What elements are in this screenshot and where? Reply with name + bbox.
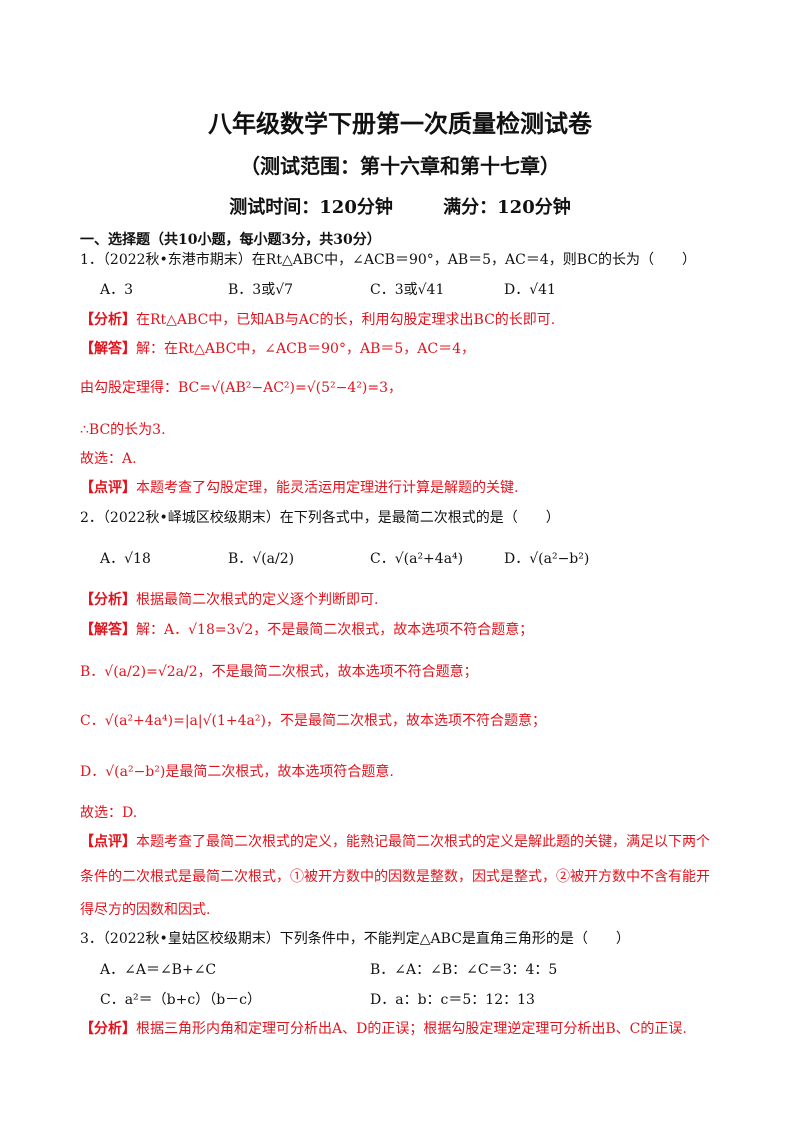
q1-solution: 【解答】解：在Rt△ABC中，∠ACB＝90°，AB＝5，AC＝4， [80, 341, 475, 357]
q2-analysis: 【分析】根据最简二次根式的定义逐个判断即可. [80, 592, 379, 608]
section-label: 【解答】 [80, 341, 136, 357]
q2-comment-2: 条件的二次根式是最简二次根式，①被开方数中的因数是整数，因式是整式，②被开方数中… [80, 869, 710, 885]
q2-option-b: B．√(a/2) [228, 551, 295, 567]
q1-option-c: C．3或√41 [370, 282, 445, 298]
q1-option-d: D．√41 [504, 282, 556, 298]
q3-option-a: A．∠A＝∠B+∠C [100, 962, 217, 978]
q1-comment: 【点评】本题考查了勾股定理，能灵活运用定理进行计算是解题的关键. [80, 480, 519, 496]
q2-choice: 故选：D. [80, 805, 138, 821]
section-label: 【分析】 [80, 592, 136, 608]
q3-option-d: D．a：b：c＝5：12：13 [370, 992, 535, 1008]
q1-choice: 故选：A. [80, 451, 137, 467]
q1-stem: 1．（2022秋•东港市期末）在Rt△ABC中，∠ACB＝90°，AB＝5，AC… [80, 252, 697, 268]
document-subtitle: （测试范围：第十六章和第十七章） [240, 154, 560, 178]
section-label: 【解答】 [80, 622, 136, 638]
q3-stem: 3．（2022秋•皇姑区校级期末）下列条件中，不能判定△ABC是直角三角形的是（… [80, 931, 630, 947]
q3-option-c: C．a²＝（b+c）（b－c） [100, 992, 262, 1008]
section-label: 【分析】 [80, 312, 136, 328]
q2-stem: 2．（2022秋•峄城区校级期末）在下列各式中，是最简二次根式的是（ ） [80, 510, 560, 526]
q3-option-b: B．∠A：∠B：∠C＝3：4：5 [370, 962, 558, 978]
exam-time: 测试时间：120分钟 [229, 197, 393, 218]
q1-option-a: A．3 [100, 282, 134, 298]
q1-analysis: 【分析】在Rt△ABC中，已知AB与AC的长，利用勾股定理求出BC的长即可. [80, 312, 556, 328]
section-label: 【点评】 [80, 480, 136, 496]
q2-option-a: A．√18 [100, 551, 151, 567]
q2-comment-3: 得尽方的因数和因式. [80, 902, 211, 918]
q1-option-b: B．3或√7 [228, 282, 294, 298]
section-label: 【分析】 [80, 1021, 136, 1037]
q3-analysis: 【分析】根据三角形内角和定理可分析出A、D的正误；根据勾股定理逆定理可分析出B、… [80, 1021, 687, 1037]
document-title: 八年级数学下册第一次质量检测试卷 [208, 109, 592, 138]
q2-solution-c: C．√(a²+4a⁴)=|a|√(1+4a²)，不是最简二次根式，故本选项不符合… [80, 713, 546, 729]
q2-option-c: C．√(a²+4a⁴) [370, 551, 464, 567]
section-label: 【点评】 [80, 834, 136, 850]
q1-conclusion: ∴BC的长为3. [80, 422, 166, 438]
exam-score: 满分：120分钟 [443, 197, 571, 218]
section-heading: 一、选择题（共10小题，每小题3分，共30分） [80, 232, 381, 248]
q2-solution-d: D．√(a²−b²)是最简二次根式，故本选项符合题意. [80, 764, 394, 780]
q2-comment-1: 【点评】本题考查了最简二次根式的定义，能熟记最简二次根式的定义是解此题的关键，满… [80, 834, 710, 850]
q2-option-d: D．√(a²−b²) [504, 551, 590, 567]
exam-info: 测试时间：120分钟 满分：120分钟 [0, 193, 800, 219]
q2-solution-b: B．√(a/2)=√2a/2，不是最简二次根式，故本选项不符合题意； [80, 664, 478, 680]
q2-solution-a: 【解答】解：A．√18=3√2，不是最简二次根式，故本选项不符合题意； [80, 622, 534, 638]
q1-step: 由勾股定理得：BC=√(AB²−AC²)=√(5²−4²)=3， [80, 380, 402, 396]
